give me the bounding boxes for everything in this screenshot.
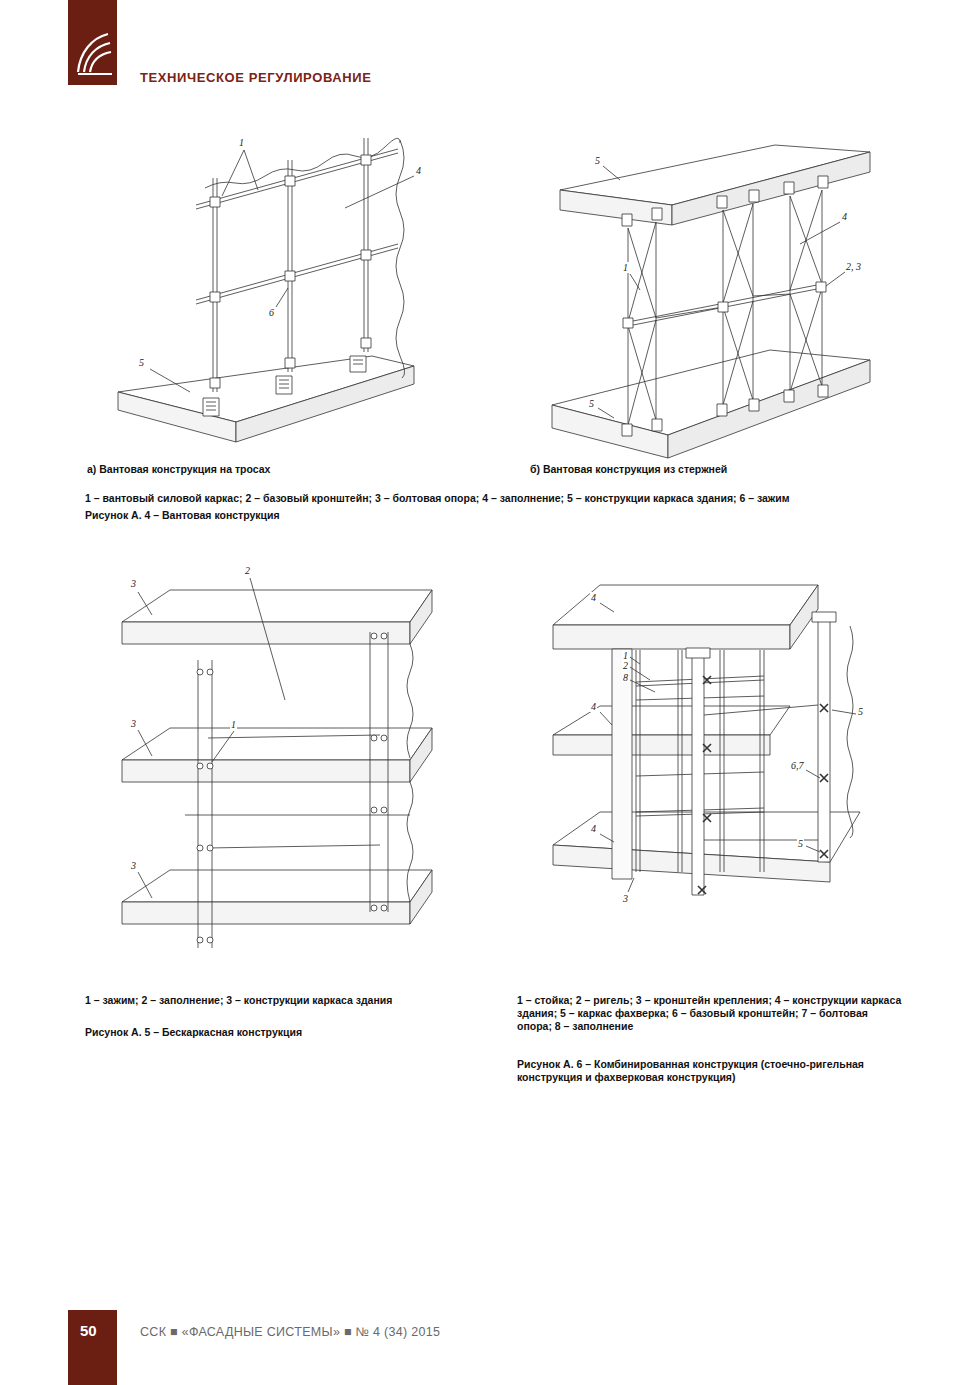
callout-number: 1 (238, 137, 245, 148)
callout-number: 5 (594, 155, 601, 166)
callout-number: 3 (130, 578, 137, 589)
figure-caption: Рисунок А. 6 – Комбинированная конструкц… (517, 1058, 887, 1084)
callout-number: 2 (244, 565, 251, 576)
figure-caption: Рисунок А. 5 – Бескаркасная конструкция (85, 1026, 485, 1039)
footer-bar (68, 1310, 117, 1385)
callout-number: 6,7 (790, 760, 805, 771)
figure-legend: 1 – вантовый силовой каркас; 2 – базовый… (85, 492, 885, 505)
callout-number: 4 (590, 701, 597, 712)
callout-number: 1 (622, 262, 629, 273)
callout-number: 3 (622, 893, 629, 904)
callout-number: 2 (622, 660, 629, 671)
callout-number: 3 (130, 718, 137, 729)
section-title: ТЕХНИЧЕСКОЕ РЕГУЛИРОВАНИЕ (140, 70, 371, 85)
callout-number: 1 (230, 719, 237, 730)
callout-number: 6 (268, 307, 275, 318)
figure-caption: Рисунок А. 4 – Вантовая конструкция (85, 509, 585, 522)
callout-number: 5 (588, 398, 595, 409)
logo (78, 34, 112, 74)
figure-a4a (118, 138, 414, 442)
callout-number: 2, 3 (845, 261, 862, 272)
footer-text: ССК ■ «ФАСАДНЫЕ СИСТЕМЫ» ■ № 4 (34) 2015 (140, 1325, 440, 1339)
header-bar (68, 0, 117, 85)
figure-caption: б) Вантовая конструкция из стержней (530, 463, 727, 476)
figure-a4b (552, 145, 870, 458)
callout-number: 4 (841, 211, 848, 222)
figure-caption: а) Вантовая конструкция на тросах (87, 463, 270, 476)
callout-number: 5 (138, 357, 145, 368)
figure-legend: 1 – зажим; 2 – заполнение; 3 – конструкц… (85, 994, 485, 1007)
callout-number: 8 (622, 672, 629, 683)
callout-number: 3 (130, 860, 137, 871)
callout-number: 4 (590, 823, 597, 834)
callout-number: 4 (590, 592, 597, 603)
callout-number: 5 (857, 706, 864, 717)
figure-a5 (122, 578, 432, 948)
figure-a6 (410, 0, 860, 895)
page-number: 50 (80, 1322, 97, 1339)
callout-number: 4 (415, 165, 422, 176)
callout-number: 5 (797, 838, 804, 849)
figure-legend: 1 – стойка; 2 – ригель; 3 – кронштейн кр… (517, 994, 902, 1033)
